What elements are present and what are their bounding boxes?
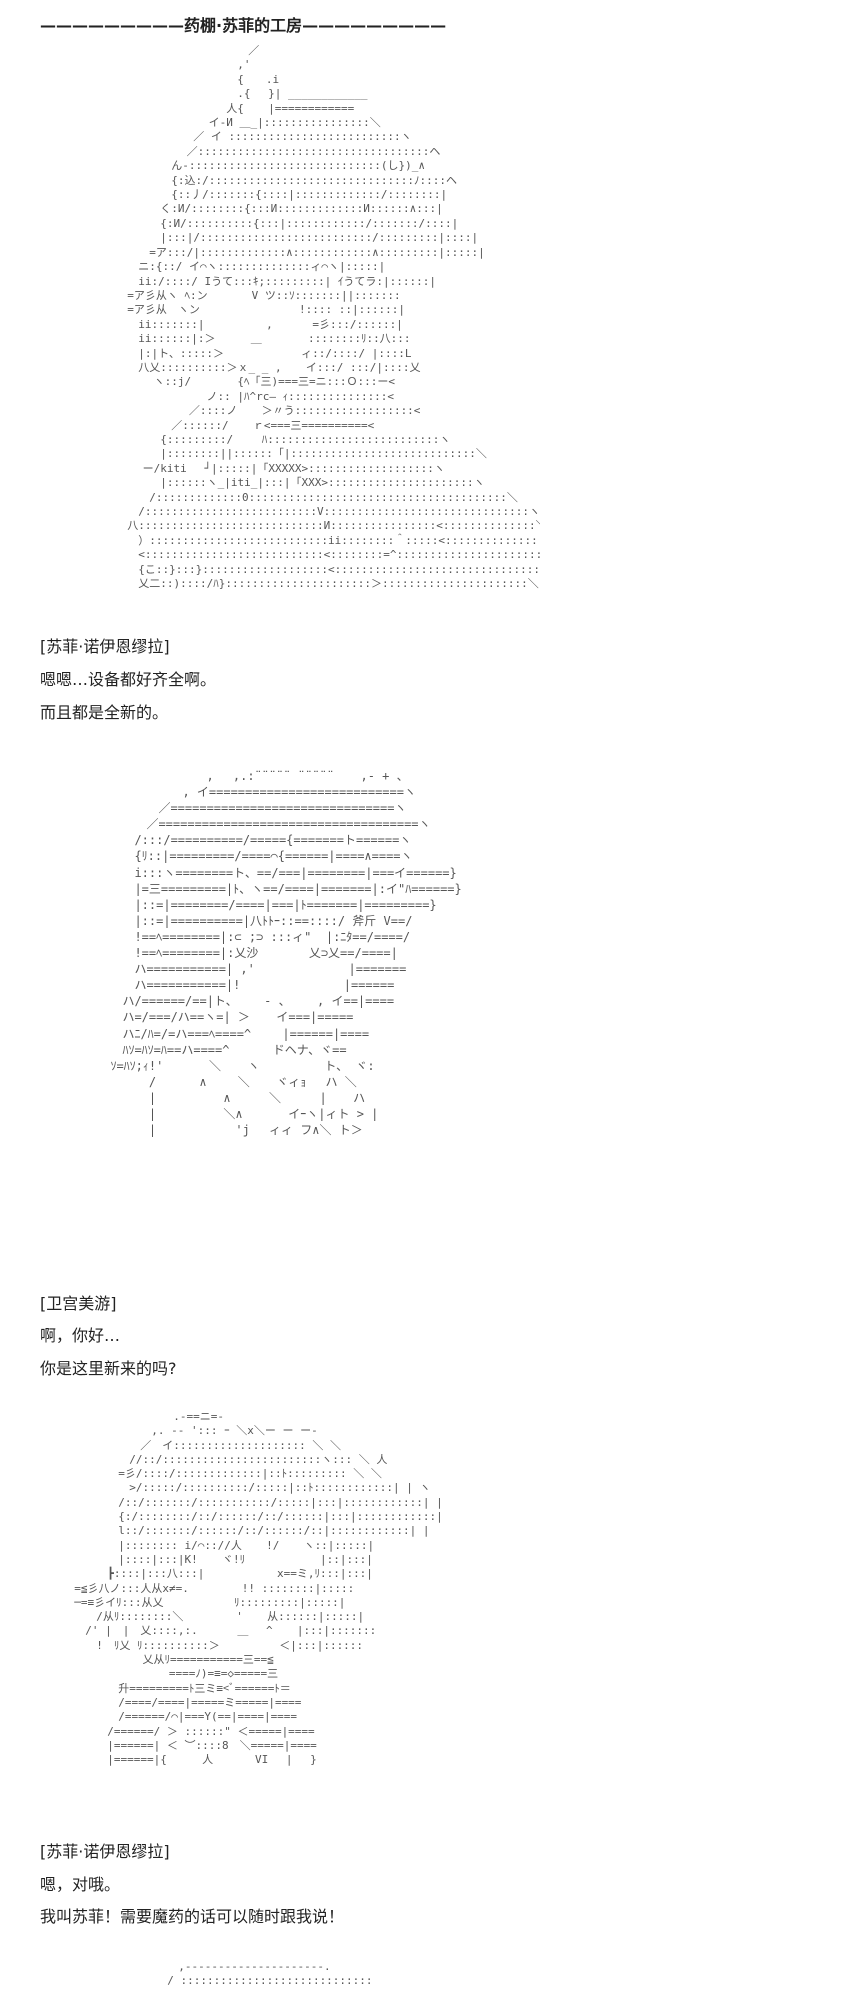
speaker-label: [卫宫美游]: [40, 1294, 117, 1313]
dialog-line: 而且都是全新的。: [40, 703, 169, 722]
ascii-art-sophie-1: ／ ,' { .i .{ }| ____________ 人{ |=======…: [127, 44, 540, 591]
ascii-art-partial: ,---------------------. / ::::::::::::::…: [167, 1960, 370, 1987]
section-header: —————————药棚·苏菲的工房—————————: [40, 16, 447, 35]
ascii-art-sophie-2: .-==ニ=- ,. -- '::: ｰ ＼x＼ー ー ー- ／ イ::::::…: [74, 1410, 450, 1767]
ascii-art-miyu: , ,.:¨¨¨¨¨ ¨¨¨¨¨ ,‐ + 、 , イ=============…: [110, 769, 462, 1138]
dialog-line: 嗯，对哦。: [40, 1875, 121, 1894]
speaker-label: [苏菲·诺伊恩缪拉]: [40, 1842, 170, 1861]
dialog-line: 嗯嗯…设备都好齐全啊。: [40, 670, 217, 689]
speaker-label: [苏菲·诺伊恩缪拉]: [40, 637, 170, 656]
dialog-line: 我叫苏菲！需要魔药的话可以随时跟我说！: [40, 1907, 345, 1926]
dialog-line: 啊，你好…: [40, 1326, 121, 1345]
dialog-line: 你是这里新来的吗?: [40, 1359, 177, 1378]
